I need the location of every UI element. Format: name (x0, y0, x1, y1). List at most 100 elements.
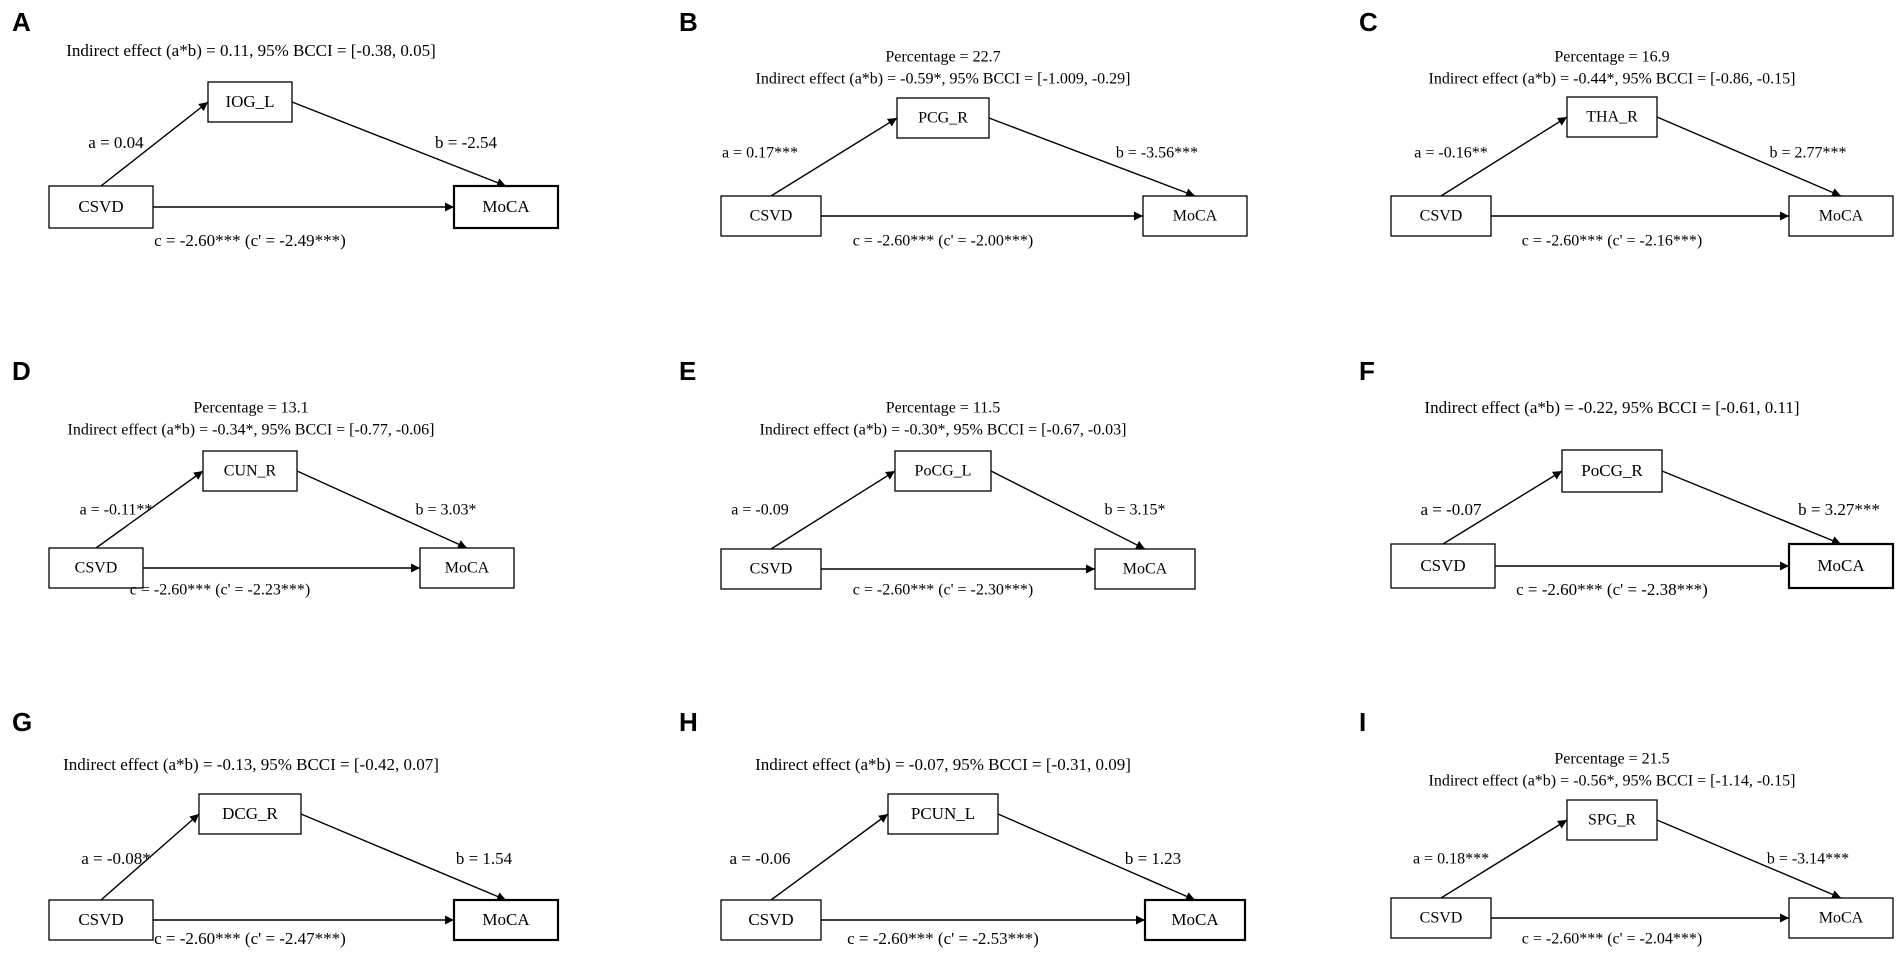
path-b-label: b = 1.54 (456, 849, 513, 868)
path-c-label: c = -2.60*** (c' = -2.47***) (154, 929, 346, 948)
path-a-arrow (1440, 116, 1568, 197)
mediator-box (896, 97, 990, 139)
path-b-label: b = -3.14*** (1767, 851, 1849, 868)
path-a-label: a = -0.07 (1420, 500, 1482, 519)
path-b-arrow (1656, 819, 1842, 899)
indirect-effect-label: Indirect effect (a*b) = -0.44*, 95% BCCI… (1429, 71, 1796, 88)
path-c-label: c = -2.60*** (c' = -2.38***) (1516, 580, 1708, 599)
mediator-box (1566, 799, 1658, 841)
predictor-label: CSVD (750, 208, 793, 225)
path-a-label: a = -0.06 (729, 849, 790, 868)
predictor-box (720, 548, 822, 590)
panel-h: H Indirect effect (a*b) = -0.07, 95% BCCI… (679, 707, 1247, 948)
outcome-label: MoCA (1171, 910, 1219, 929)
path-c-label: c = -2.60*** (c' = -2.53***) (847, 929, 1039, 948)
outcome-box (452, 898, 560, 942)
path-a-label: a = 0.04 (88, 133, 144, 152)
path-a-arrow (1442, 470, 1563, 545)
path-a-arrow (770, 117, 898, 197)
mediator-box (207, 81, 293, 123)
path-b-arrow (300, 813, 507, 901)
path-b-label: b = 1.23 (1125, 849, 1181, 868)
path-a-arrow (95, 470, 204, 549)
path-c-label: c = -2.60*** (c' = -2.00***) (853, 233, 1033, 250)
outcome-label: MoCA (1819, 910, 1864, 927)
outcome-label: MoCA (1123, 561, 1168, 578)
outcome-label: MoCA (1817, 556, 1865, 575)
path-b-arrow (990, 470, 1146, 550)
outcome-label: MoCA (1819, 208, 1864, 225)
percentage-label: Percentage = 22.7 (885, 49, 1000, 66)
panel-letter: E (679, 356, 696, 386)
predictor-label: CSVD (748, 910, 793, 929)
panel-letter: B (679, 7, 698, 37)
path-b-arrow (997, 813, 1196, 901)
predictor-label: CSVD (750, 561, 793, 578)
predictor-box (720, 899, 822, 941)
path-a-arrow (770, 813, 889, 901)
outcome-label: MoCA (1173, 208, 1218, 225)
predictor-box (1390, 897, 1492, 939)
path-b-label: b = 2.77*** (1769, 145, 1846, 162)
mediator-label: IOG_L (225, 92, 274, 111)
outcome-box (1788, 195, 1894, 237)
predictor-label: CSVD (1420, 556, 1465, 575)
path-b-arrow (291, 101, 507, 187)
path-b-label: b = 3.27*** (1798, 500, 1880, 519)
mediator-label: PoCG_R (1581, 461, 1643, 480)
panel-letter: A (12, 7, 31, 37)
predictor-label: CSVD (75, 560, 118, 577)
predictor-label: CSVD (78, 197, 123, 216)
path-c-label: c = -2.60*** (c' = -2.04***) (1522, 931, 1702, 948)
predictor-box (48, 185, 154, 229)
path-b-arrow (296, 470, 468, 549)
path-b-label: b = -2.54 (435, 133, 497, 152)
outcome-box (419, 547, 515, 589)
mediator-box (887, 793, 999, 835)
predictor-box (48, 547, 144, 589)
path-a-arrow (100, 101, 209, 187)
indirect-effect-label: Indirect effect (a*b) = 0.11, 95% BCCI =… (66, 41, 435, 60)
path-a-arrow (770, 470, 896, 550)
mediator-box (202, 450, 298, 492)
predictor-label: CSVD (1420, 208, 1463, 225)
outcome-box (1788, 897, 1894, 939)
mediator-label: CUN_R (224, 463, 277, 480)
indirect-effect-label: Indirect effect (a*b) = -0.13, 95% BCCI … (63, 755, 439, 774)
percentage-label: Percentage = 21.5 (1554, 751, 1669, 768)
predictor-box (48, 899, 154, 941)
path-c-label: c = -2.60*** (c' = -2.30***) (853, 582, 1033, 599)
path-a-arrow (100, 813, 200, 901)
predictor-box (1390, 543, 1496, 589)
mediator-box (198, 793, 302, 835)
outcome-box (452, 184, 560, 230)
outcome-box (1142, 195, 1248, 237)
mediator-label: PCG_R (918, 110, 968, 127)
path-a-label: a = -0.16** (1414, 145, 1487, 162)
path-a-label: a = -0.08* (81, 849, 151, 868)
percentage-label: Percentage = 13.1 (193, 400, 308, 417)
panel-letter: I (1359, 707, 1366, 737)
path-a-label: a = 0.18*** (1413, 851, 1489, 868)
path-b-label: b = 3.15* (1104, 502, 1165, 519)
panel-a: A Indirect effect (a*b) = 0.11, 95% BCCI … (12, 7, 560, 250)
path-b-label: b = 3.03* (415, 502, 476, 519)
outcome-label: MoCA (482, 197, 530, 216)
indirect-effect-label: Indirect effect (a*b) = -0.30*, 95% BCCI… (760, 422, 1127, 439)
panel-letter: H (679, 707, 698, 737)
percentage-label: Percentage = 11.5 (886, 400, 1001, 417)
indirect-effect-label: Indirect effect (a*b) = -0.07, 95% BCCI … (755, 755, 1131, 774)
path-b-arrow (988, 117, 1196, 198)
indirect-effect-label: Indirect effect (a*b) = -0.22, 95% BCCI … (1424, 398, 1799, 417)
mediator-box (1566, 96, 1658, 138)
outcome-box (1094, 548, 1196, 590)
path-c-label: c = -2.60*** (c' = -2.23***) (130, 582, 310, 599)
path-b-arrow (1661, 470, 1842, 545)
mediator-label: THA_R (1586, 109, 1638, 126)
path-a-label: a = -0.09 (731, 502, 788, 519)
mediator-box (1561, 449, 1663, 493)
